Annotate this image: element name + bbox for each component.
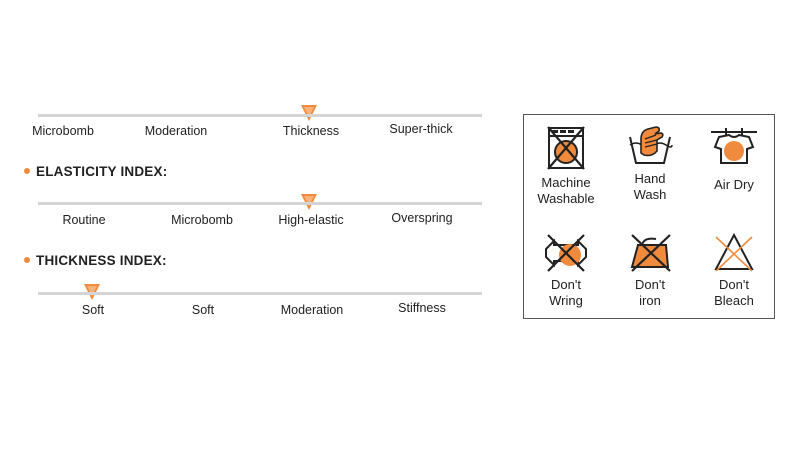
- scale-track: [38, 114, 482, 117]
- softness-scale: Soft Soft Moderation Stiffness: [38, 283, 482, 323]
- scale-track: [38, 292, 482, 295]
- scale-label: Stiffness: [398, 301, 446, 315]
- scale-label: Microbomb: [32, 124, 94, 138]
- scale-label: High-elastic: [278, 213, 344, 227]
- selection-pointer-icon: [301, 105, 317, 121]
- scale-label: Moderation: [280, 303, 344, 317]
- air-dry-shirt-icon: [711, 128, 757, 164]
- scale-label: Super-thick: [389, 122, 453, 136]
- scale-label: Overspring: [391, 211, 453, 225]
- scale-label: Thickness: [282, 124, 340, 138]
- hand-wash-icon: [629, 126, 673, 164]
- bullet-dot-icon: [24, 257, 30, 263]
- scale-track: [38, 202, 482, 205]
- scale-label: Routine: [62, 213, 106, 227]
- scale-label: Soft: [191, 303, 215, 317]
- scale-label: Soft: [81, 303, 105, 317]
- no-bleach-icon: [714, 232, 754, 272]
- care-air-dry: Air Dry: [692, 125, 776, 193]
- elasticity-index-heading: ELASTICITY INDEX:: [24, 164, 167, 179]
- thickness-index-heading: THICKNESS INDEX:: [24, 253, 167, 268]
- scale-label: Microbomb: [171, 213, 233, 227]
- elasticity-scale: Routine Microbomb High-elastic Oversprin…: [38, 193, 482, 233]
- care-label: Air Dry: [714, 177, 754, 192]
- bullet-dot-icon: [24, 168, 30, 174]
- thickness-scale: Microbomb Moderation Thickness Super-thi…: [32, 104, 482, 144]
- no-wring-icon: [545, 234, 587, 272]
- machine-wash-crossed-icon: [547, 126, 585, 170]
- no-iron-icon: [630, 234, 671, 272]
- scale-label: Moderation: [144, 124, 208, 138]
